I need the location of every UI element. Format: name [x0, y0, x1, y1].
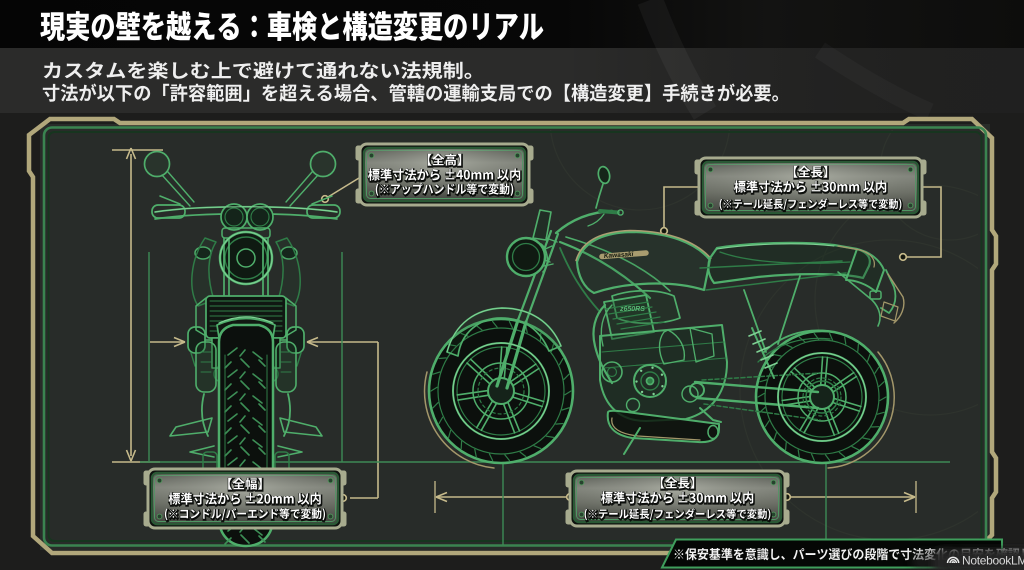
svg-text:NotebookLM: NotebookLM [962, 554, 1024, 568]
svg-text:z650RS: z650RS [619, 306, 645, 313]
svg-text:Kawasaki: Kawasaki [604, 251, 634, 260]
